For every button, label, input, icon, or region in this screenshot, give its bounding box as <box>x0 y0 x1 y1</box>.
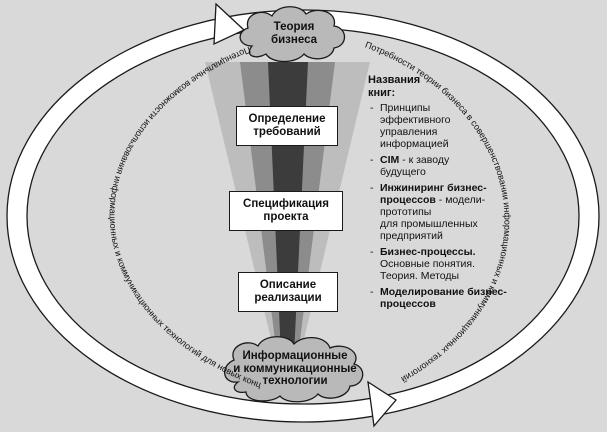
book-title-bold: CIM <box>380 154 400 166</box>
book-title-part: Теория. Методы <box>380 270 460 282</box>
book-item: CIM - к заводу будущего <box>368 154 528 178</box>
bottom-cloud-line: и коммуникационные <box>233 362 357 375</box>
bottom-arrowhead <box>367 380 397 428</box>
book-title-part: эффективного <box>380 114 451 126</box>
book-title-part: для промышленных <box>380 218 478 230</box>
book-list-title-line: книг: <box>368 86 396 99</box>
specification-box: Спецификация проекта <box>229 191 343 231</box>
implementation-box: Описание реализации <box>238 272 338 312</box>
bottom-cloud-shape <box>224 336 364 403</box>
book-item: Инжиниринг бизнес-процессов - модели-про… <box>368 182 528 242</box>
book-list-title-line: Названия <box>368 74 421 86</box>
book-item: Бизнес-процессы. Основные понятия. Теори… <box>368 246 528 282</box>
box-line: Определение <box>248 113 326 125</box>
top-cloud-line: Теория <box>273 21 315 33</box>
book-list: Названия книг: Принципы эффективного упр… <box>368 74 528 314</box>
book-title-part: - к заводу <box>399 154 450 166</box>
book-title-part: управления <box>380 126 438 138</box>
book-item: Моделирование бизнес-процессов <box>368 286 528 310</box>
top-cloud-label: Теория бизнеса <box>248 21 340 46</box>
box-line: Спецификация <box>243 198 329 210</box>
book-title-part: будущего <box>380 166 426 178</box>
bottom-cloud-line: Информационные <box>242 350 348 362</box>
book-title-part: предприятий <box>380 230 443 242</box>
book-title-bold: Моделирование бизнес-процессов <box>380 286 507 310</box>
book-title-part: Основные понятия. <box>380 258 476 270</box>
book-title-part: информацией <box>380 138 449 150</box>
bottom-cloud-label: Информационные и коммуникационные технол… <box>222 350 368 388</box>
book-title-part: Принципы <box>380 102 431 114</box>
requirements-box: Определение требований <box>236 106 338 146</box>
top-cloud-shape <box>239 6 346 63</box>
book-title-part: - модели-прототипы <box>380 194 486 218</box>
top-arrowhead <box>213 2 246 46</box>
book-title-bold: Бизнес-процессы. <box>380 246 476 258</box>
book-list-title: Названия книг: <box>368 74 528 99</box>
book-item: Принципы эффективного управления информа… <box>368 102 528 150</box>
box-line: проекта <box>263 211 309 223</box>
box-line: требований <box>253 126 321 138</box>
box-line: реализации <box>254 292 322 304</box>
bottom-cloud-line: технологии <box>262 375 328 387</box>
book-title-bold: Инжиниринг бизнес-процессов <box>380 182 487 206</box>
box-line: Описание <box>259 279 317 291</box>
book-items: Принципы эффективного управления информа… <box>368 102 528 310</box>
top-cloud-line: бизнеса <box>270 33 317 46</box>
